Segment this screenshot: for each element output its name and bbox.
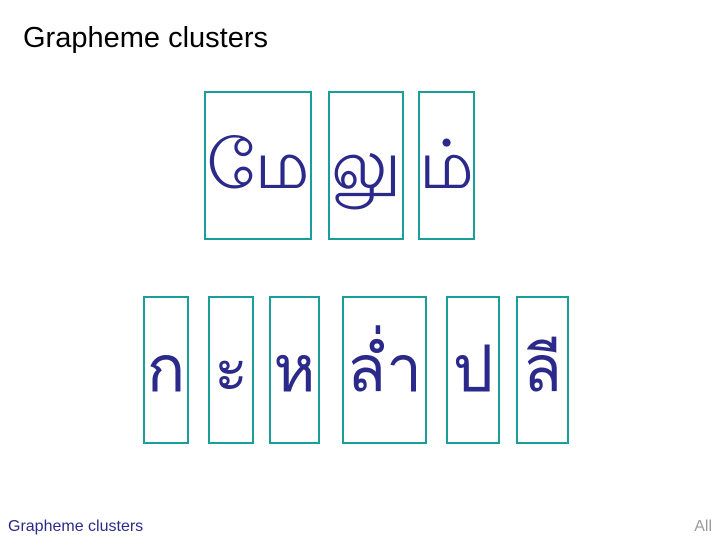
- cluster-box-thai-2: ะ: [208, 296, 254, 444]
- footer-title: Grapheme clusters: [8, 518, 144, 535]
- footer-section: All: [694, 518, 712, 535]
- cluster-box-tamil-2: லு: [328, 91, 404, 240]
- cluster-glyph: ะ: [213, 333, 249, 407]
- cluster-glyph: ป: [452, 333, 494, 407]
- cluster-glyph: லு: [330, 125, 402, 205]
- cluster-box-tamil-1: மே: [204, 91, 312, 240]
- cluster-box-thai-6: ลี: [516, 296, 569, 444]
- cluster-glyph: ก: [146, 333, 186, 407]
- cluster-box-tamil-3: ம்: [418, 91, 475, 240]
- cluster-box-thai-4: ล่ำ: [342, 296, 427, 444]
- cluster-glyph: ล่ำ: [346, 333, 423, 407]
- cluster-glyph: ம்: [419, 125, 474, 205]
- cluster-box-thai-5: ป: [446, 296, 500, 444]
- cluster-glyph: ลี: [522, 333, 563, 407]
- cluster-glyph: மே: [206, 125, 310, 205]
- cluster-glyph: ห: [273, 333, 316, 407]
- cluster-box-thai-1: ก: [143, 296, 189, 444]
- cluster-box-thai-3: ห: [269, 296, 320, 444]
- slide-title: Grapheme clusters: [23, 22, 268, 54]
